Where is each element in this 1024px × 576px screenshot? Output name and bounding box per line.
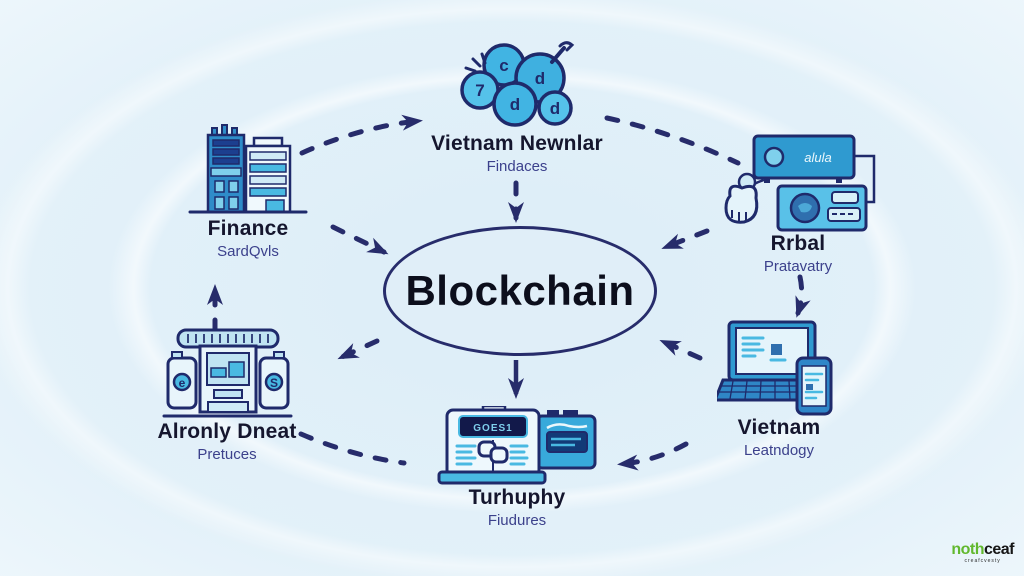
svg-text:7: 7 — [475, 81, 484, 100]
node-subtitle: Leatndogy — [743, 442, 815, 460]
svg-text:d: d — [510, 95, 520, 114]
node-subtitle: Findaces — [486, 158, 548, 176]
node-title: Turhuphy — [468, 486, 566, 509]
node-title: Vietnam — [737, 416, 821, 439]
node-vietnam-leatndogy: Vietnam Leatndogy — [659, 318, 899, 459]
watermark-suffix: ceaf — [983, 541, 1015, 558]
card-text: alula — [804, 150, 831, 165]
watermark-tagline: creafcvesty — [964, 558, 1001, 564]
bank-buildings-icon — [188, 124, 308, 214]
node-title: Finance — [207, 217, 289, 240]
node-vietnam-newnlar: c 7 d d d Vietnam Newnlar Findaces — [377, 38, 657, 175]
machine-screen-text: GOES1 — [473, 423, 512, 434]
node-title: Rrbal — [770, 232, 826, 255]
svg-text:c: c — [499, 56, 508, 75]
industrial-machine-icon: e S — [162, 328, 292, 418]
payment-cards-icon: alula — [724, 134, 876, 232]
node-turhuphy: GOES1 Turhuphy Fiudures — [397, 406, 637, 529]
center-label: Blockchain — [405, 267, 635, 314]
svg-text:e: e — [178, 376, 185, 390]
node-subtitle: Pretuces — [197, 446, 257, 464]
node-rrbal: alula Rrbal Pratavatry — [690, 130, 906, 275]
node-title: Alronly Dneat — [157, 420, 297, 443]
node-subtitle: Fiudures — [487, 512, 547, 530]
laptop-phone-icon — [716, 320, 832, 416]
node-alronly-dneat: e S Alronly Dneat Pretuces — [107, 326, 347, 463]
node-title: Vietnam Newnlar — [431, 132, 603, 155]
svg-text:d: d — [550, 99, 560, 118]
spark-glyph — [464, 52, 487, 73]
node-subtitle: SardQvls — [217, 243, 279, 261]
node-finance: Finance SardQvls — [128, 122, 368, 260]
center-node-blockchain: Blockchain — [383, 226, 657, 356]
svg-text:S: S — [269, 376, 277, 390]
watermark-logo: nothceaf creafcvesty — [951, 542, 1014, 564]
watermark-prefix: noth — [951, 541, 984, 558]
arrow-rrbal-to-vietnam — [795, 274, 811, 318]
coins-cluster-icon: c 7 d d d — [460, 41, 575, 127]
vending-machine-icon: GOES1 — [437, 406, 596, 485]
arrow-center-to-bottomleft — [337, 338, 380, 360]
node-subtitle: Pratavatry — [763, 258, 833, 276]
svg-text:d: d — [535, 69, 545, 88]
wrench-glyph — [550, 41, 575, 64]
